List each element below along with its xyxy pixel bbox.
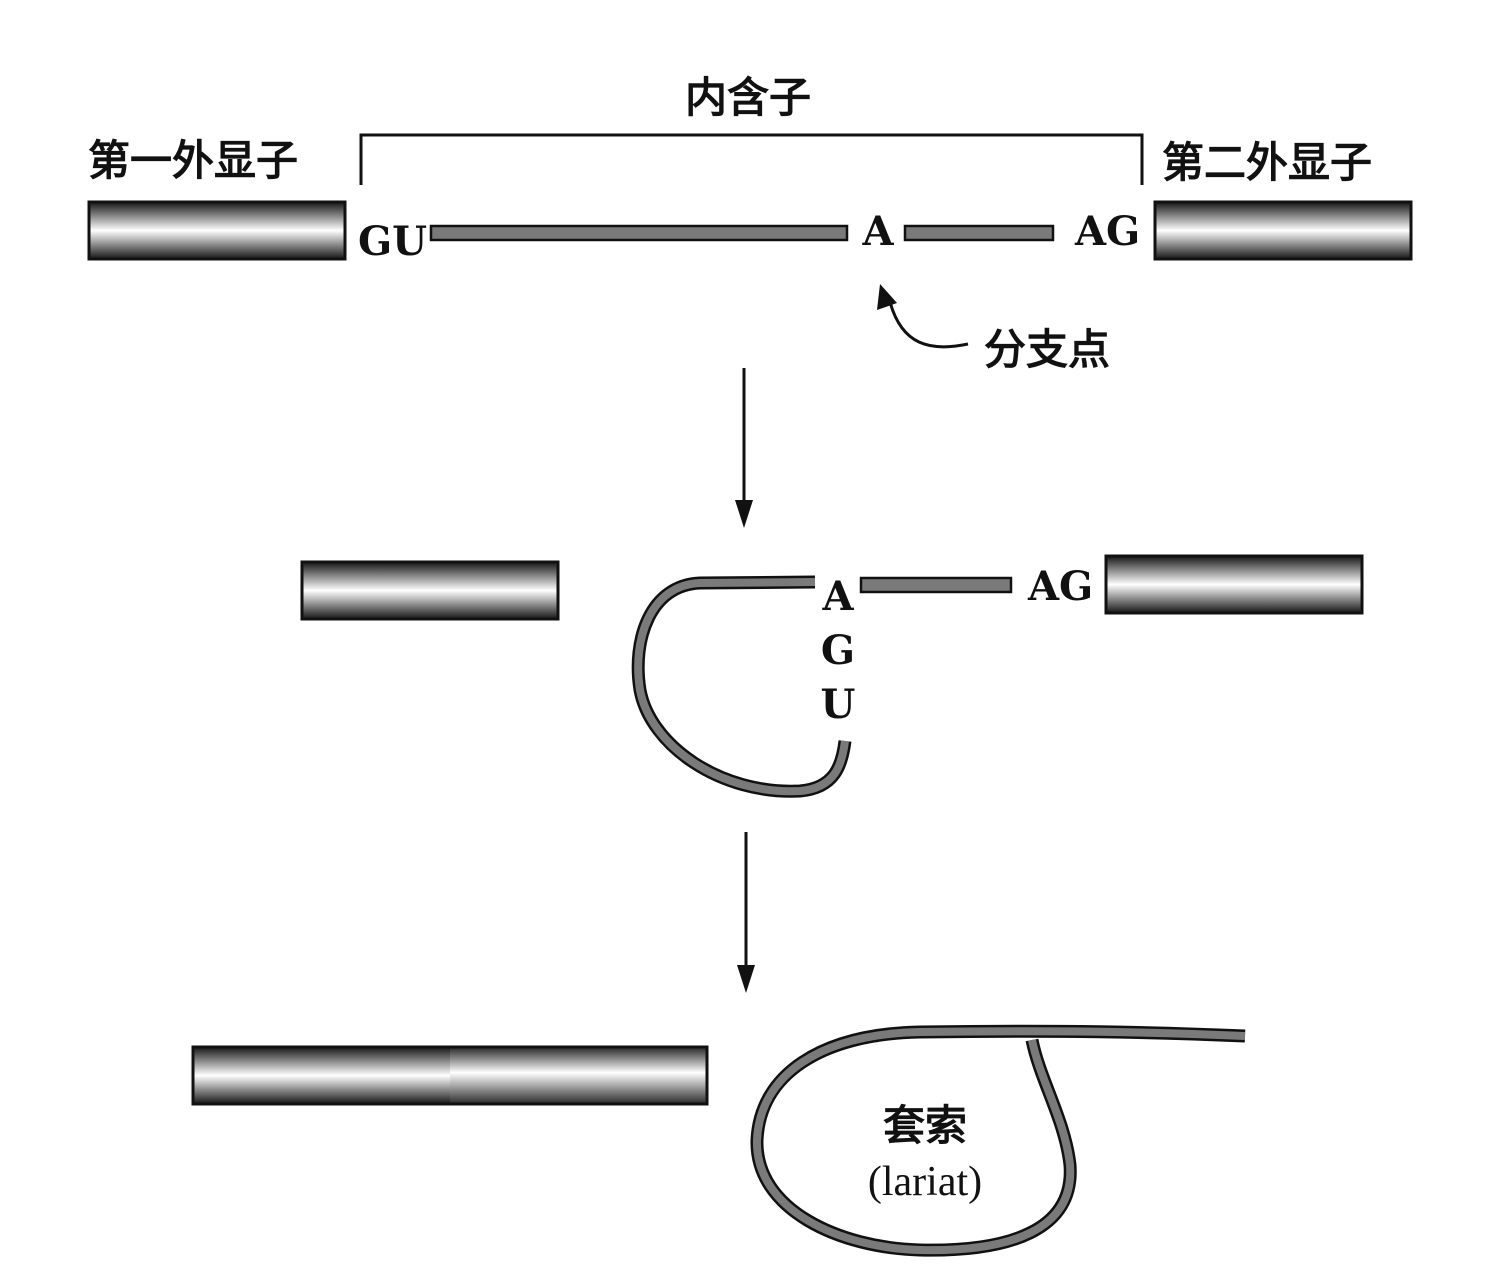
lariat-outline: [750, 1024, 1246, 1257]
ligated-exon1: [193, 1047, 450, 1104]
exon1-label: 第一外显子: [88, 136, 298, 185]
branch-a-label: A: [861, 208, 894, 255]
mid-ag-label: AG: [1027, 563, 1093, 610]
lariat-cn-label: 套索: [883, 1101, 967, 1150]
ag-3prime-label: AG: [1074, 208, 1140, 255]
exon1-block: [87, 200, 347, 261]
branch-point-label: 分支点: [984, 325, 1110, 374]
gu-5prime-label: GU: [358, 218, 427, 265]
stage-intermediate: A G U AG: [300, 554, 1364, 798]
step-arrow-1: [735, 368, 753, 528]
exon2-mid-block: [1104, 554, 1364, 615]
branch-point-arrow: [888, 301, 969, 349]
lariat-strand: [752, 1027, 1246, 1255]
ligated-exons: [191, 1045, 709, 1106]
branch-point-arrowhead: [877, 284, 897, 310]
mid-a-label: A: [821, 573, 854, 620]
ligated-outline: [191, 1045, 709, 1106]
intron-strand-left: [429, 224, 849, 242]
intron-bracket: [359, 133, 1144, 185]
mid-u-label: U: [821, 681, 856, 728]
exon2-block: [1153, 200, 1413, 261]
mid-g-label: G: [821, 627, 855, 674]
intron-loop-outline: [631, 575, 852, 798]
exon2-label: 第二外显子: [1162, 138, 1372, 187]
lariat-en-label: (lariat): [868, 1159, 982, 1205]
ligated-exon2: [450, 1047, 707, 1104]
mid-intron-strand-right: [859, 576, 1013, 594]
intron-strand-right: [903, 224, 1055, 242]
stage-pre-mrna: 内含子 第一外显子 第二外显子 GU A AG 分支点: [87, 73, 1413, 374]
intron-loop-strand: [634, 578, 849, 796]
step-arrow-2: [737, 832, 755, 993]
stage-products: 套索 (lariat): [191, 1024, 1246, 1257]
exon1-released-block: [300, 560, 560, 621]
intron-label: 内含子: [685, 73, 811, 122]
